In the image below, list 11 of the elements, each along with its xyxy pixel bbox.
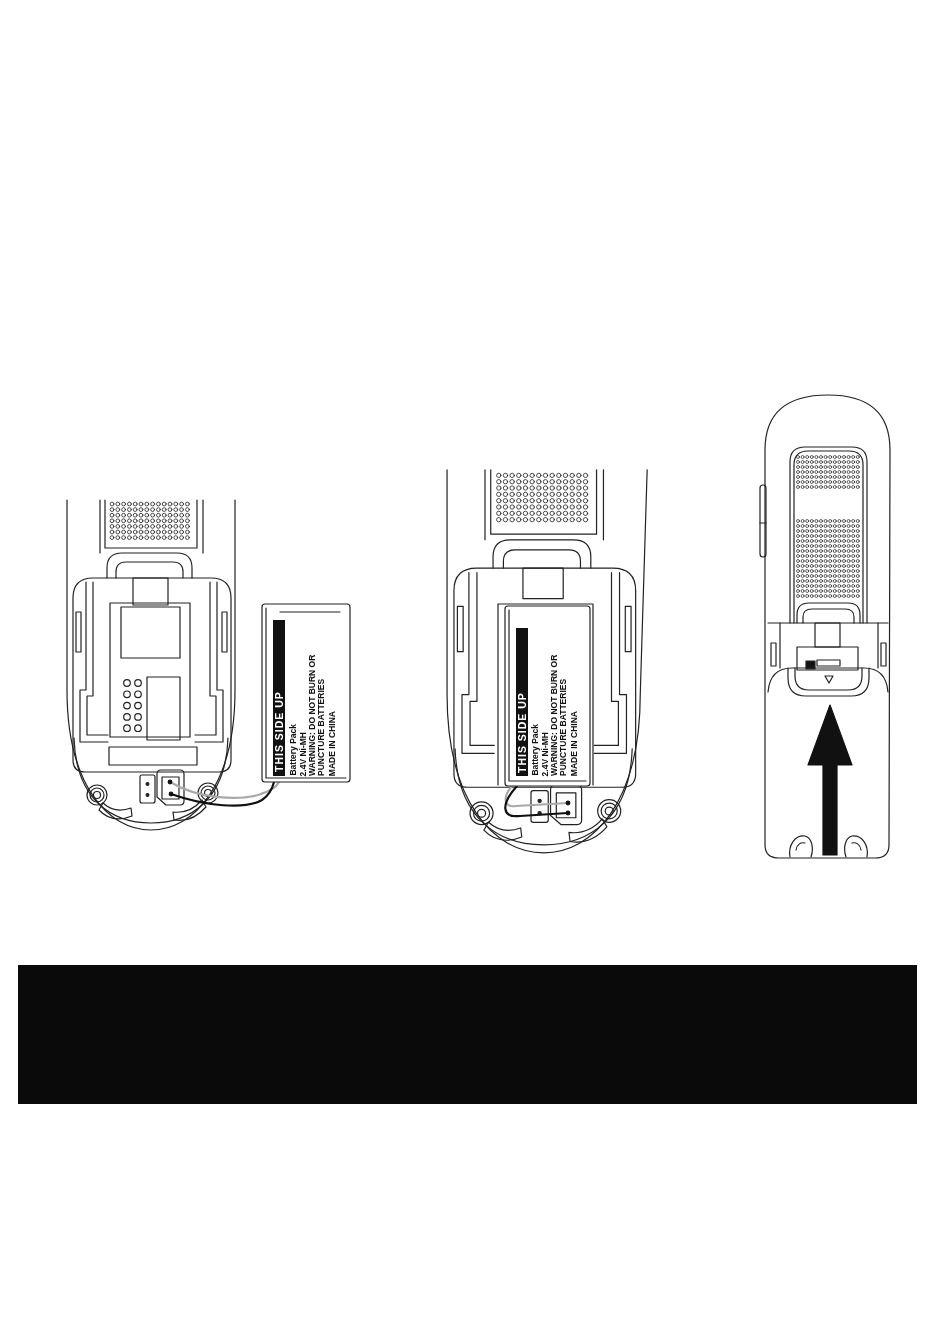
origin-text: MADE IN CHINA: [569, 710, 579, 776]
battery-name-text: Battery Pack: [531, 724, 540, 776]
warning-text: WARNING: DO NOT BURN OR PUNCTURE BATTERIES: [550, 653, 569, 776]
origin-text: MADE IN CHINA: [327, 710, 337, 776]
battery-name-text: Battery Pack: [289, 724, 298, 776]
side-up-label: THIS SIDE UP: [516, 628, 528, 776]
banner-band: [18, 965, 917, 1104]
voltage-text: 2.4V Ni-MH: [298, 731, 308, 776]
warning-text: WARNING: DO NOT BURN OR PUNCTURE BATTERIES: [308, 653, 327, 776]
voltage-text: 2.4V Ni-MH: [540, 731, 550, 776]
side-up-label: THIS SIDE UP: [273, 620, 285, 776]
